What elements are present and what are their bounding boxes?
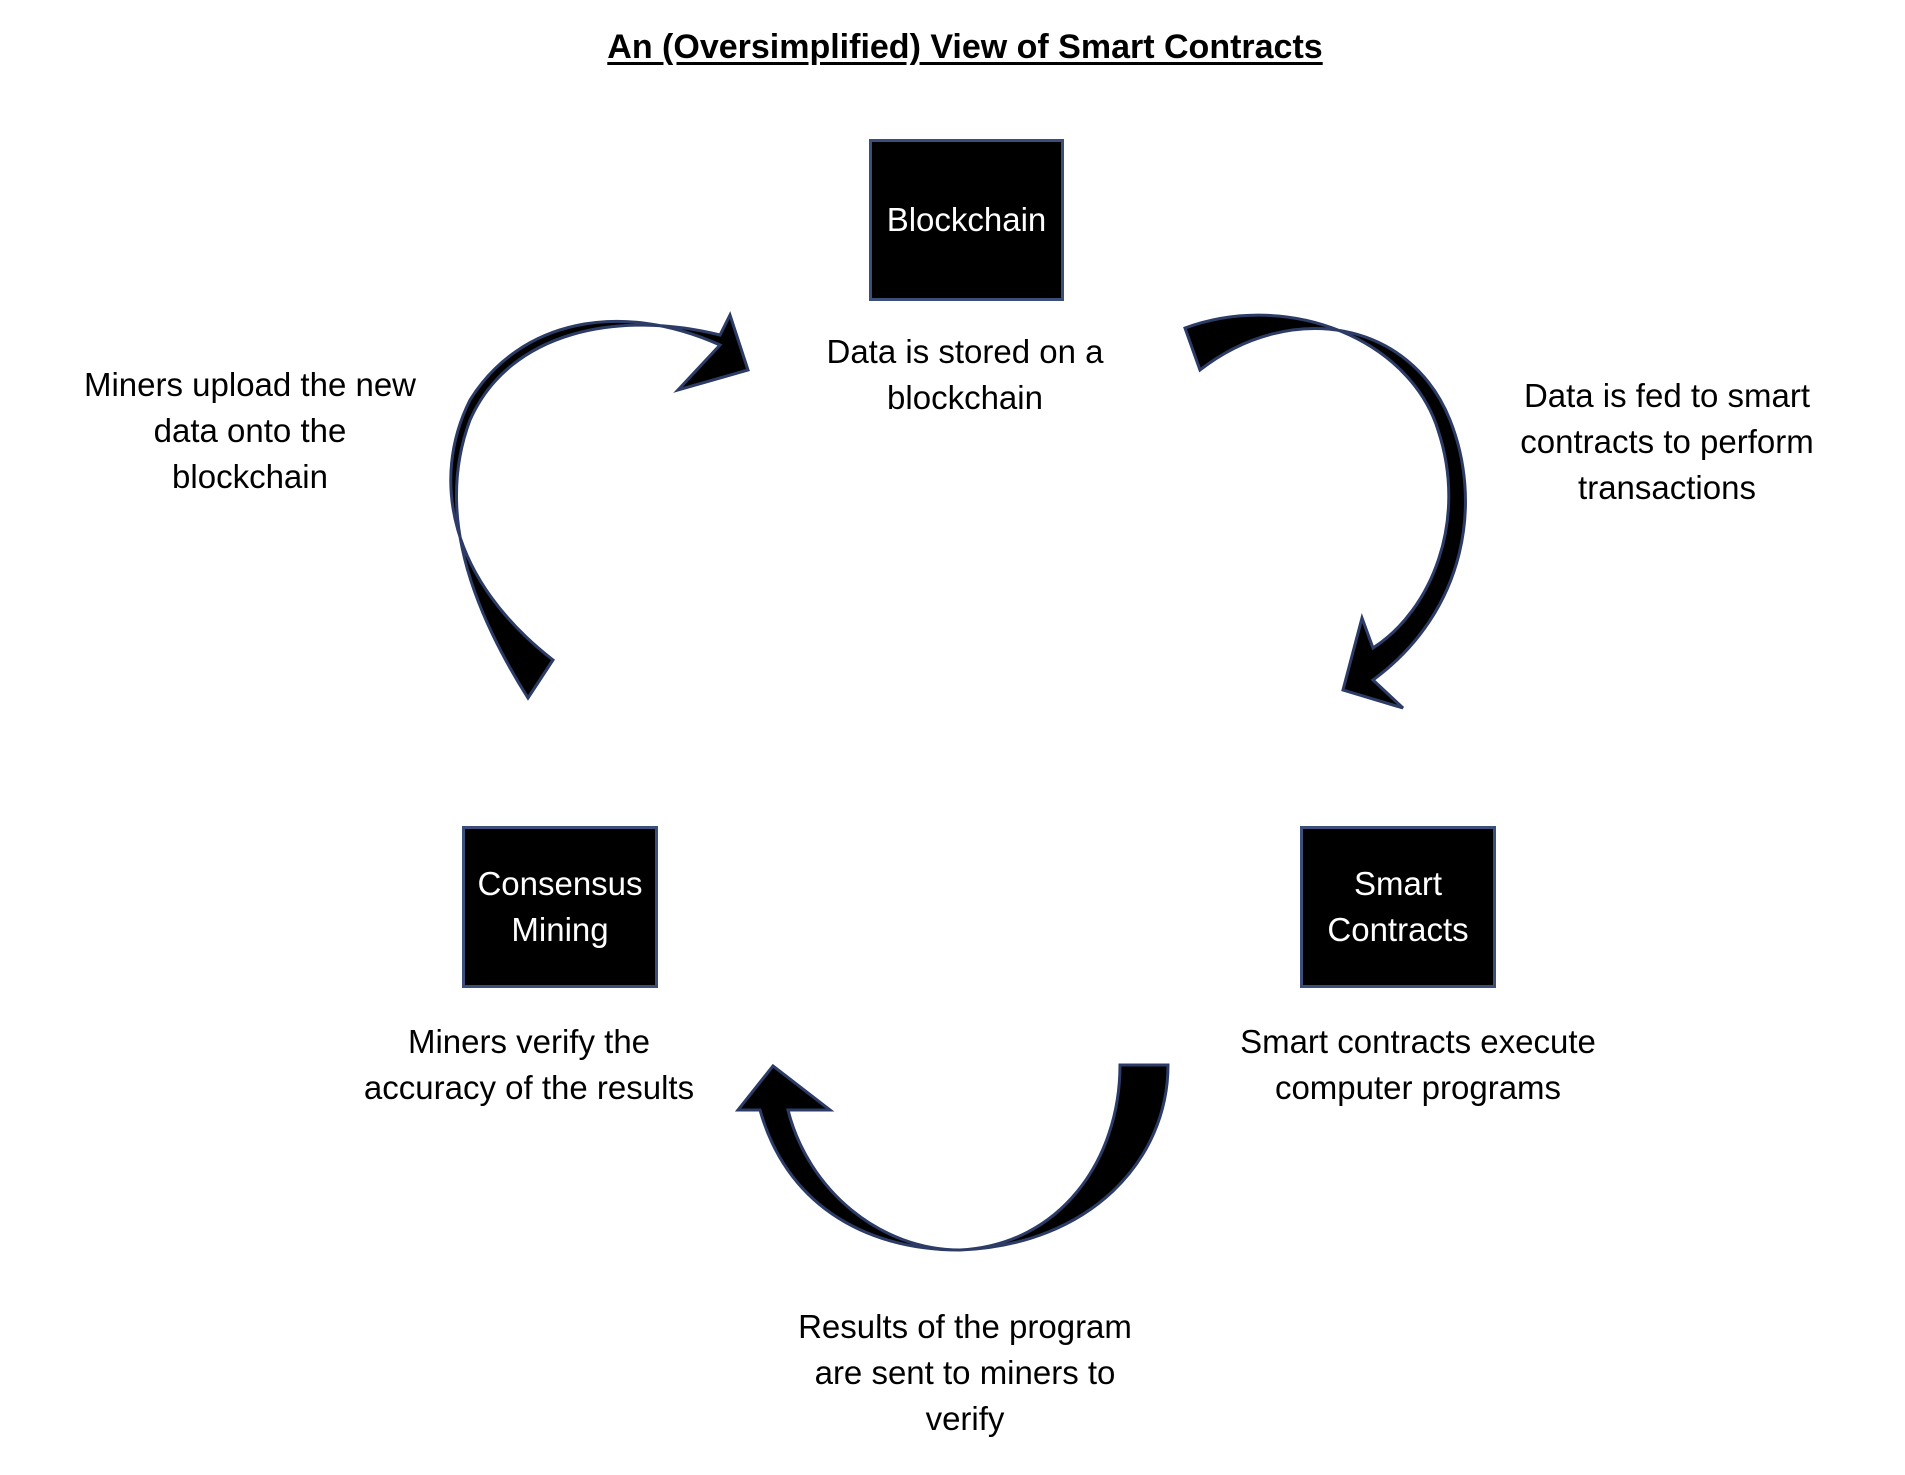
node-consensus-mining-label-line-1: Consensus (477, 865, 643, 902)
arrow-consensus-mining-to-blockchain (449, 311, 750, 701)
caption-consensus-mining-line-2: accuracy of the results (363, 1069, 695, 1106)
edge-caption-2-line-1: Results of the program (798, 1308, 1132, 1345)
caption-blockchain-line-1: Data is stored on a (826, 333, 1104, 370)
caption-edge-mining-to-blockchain: Miners upload the new data onto the bloc… (45, 362, 455, 500)
node-blockchain-label: Blockchain (886, 201, 1047, 238)
node-consensus-mining-label-line-2: Mining (511, 911, 609, 948)
edge-caption-1-line-2: contracts to perform (1520, 423, 1814, 460)
node-blockchain: Blockchain (869, 139, 1064, 301)
caption-blockchain-line-2: blockchain (887, 379, 1043, 416)
edge-caption-1-line-3: transactions (1578, 469, 1756, 506)
arrow-blockchain-to-smart-contracts (1183, 313, 1467, 710)
caption-edge-blockchain-to-contracts: Data is fed to smart contracts to perfor… (1462, 373, 1872, 511)
caption-consensus-mining: Miners verify the accuracy of the result… (329, 1019, 729, 1111)
node-smart-contracts-label-line-1: Smart (1353, 865, 1442, 902)
edge-caption-3-line-3: blockchain (172, 458, 328, 495)
caption-edge-contracts-to-mining: Results of the program are sent to miner… (760, 1304, 1170, 1442)
caption-blockchain: Data is stored on a blockchain (760, 329, 1170, 421)
edge-caption-1-line-1: Data is fed to smart (1523, 377, 1811, 414)
node-smart-contracts: Smart Contracts (1300, 826, 1496, 988)
edge-caption-3-line-1: Miners upload the new (83, 366, 417, 403)
arrow-smart-contracts-to-consensus-mining (734, 1063, 1170, 1252)
edge-caption-2-line-2: are sent to miners to (814, 1354, 1116, 1391)
node-smart-contracts-label-line-2: Contracts (1327, 911, 1469, 948)
caption-smart-contracts-line-2: computer programs (1274, 1069, 1562, 1106)
diagram-title: An (Oversimplified) View of Smart Contra… (607, 28, 1323, 66)
caption-consensus-mining-line-1: Miners verify the (407, 1023, 651, 1060)
edge-caption-3-line-2: data onto the (153, 412, 347, 449)
caption-smart-contracts-line-1: Smart contracts execute (1240, 1023, 1596, 1060)
caption-smart-contracts: Smart contracts execute computer program… (1198, 1019, 1638, 1111)
edge-caption-2-line-3: verify (925, 1400, 1005, 1437)
node-consensus-mining: Consensus Mining (462, 826, 658, 988)
